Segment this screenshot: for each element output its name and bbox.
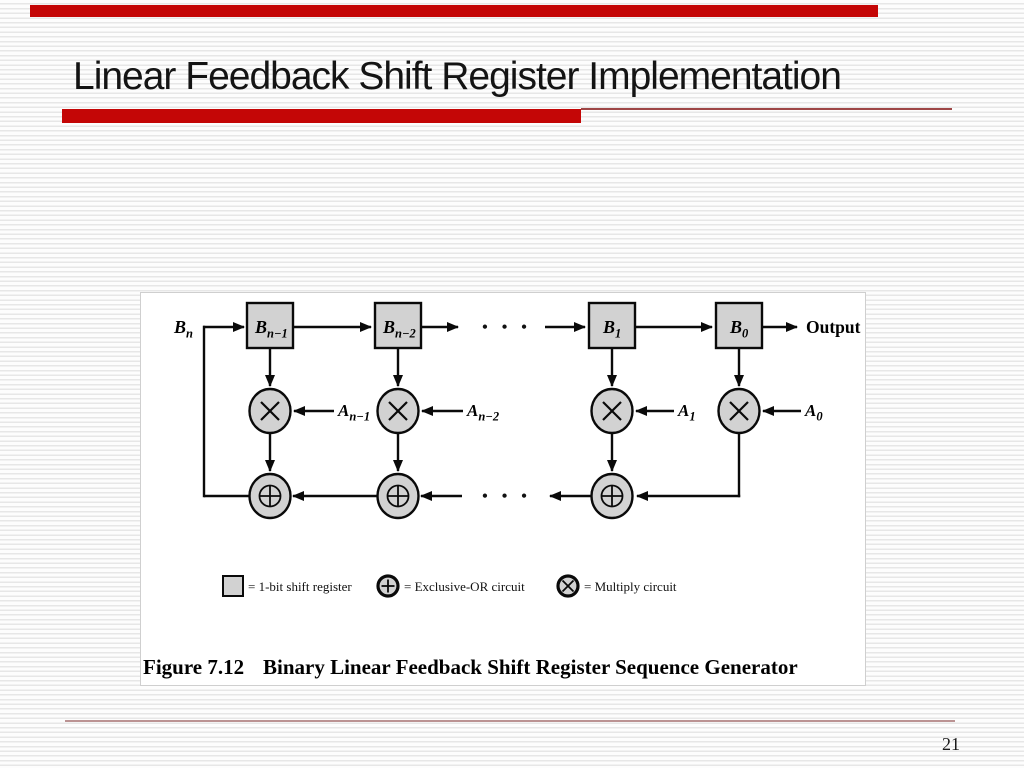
multiplier-circle-2 [590, 387, 634, 435]
lfsr-diagram: Bn Bn−1 Bn−2 B1 [143, 301, 861, 679]
register-label: B1 [602, 317, 621, 341]
input-signal-label: Bn [173, 317, 193, 341]
ellipsis-bottom: • • • [482, 488, 532, 505]
register-label: B0 [729, 317, 749, 341]
register-label: Bn−1 [254, 317, 288, 341]
shift-register-box-2: B1 [587, 301, 637, 350]
slide-title: Linear Feedback Shift Register Implement… [73, 55, 842, 98]
multiplier-circle-1 [376, 387, 420, 435]
figure-panel: Bn Bn−1 Bn−2 B1 [140, 292, 866, 686]
figure-caption-number: Figure 7.12 [143, 655, 244, 679]
shift-register-box-3: B0 [714, 301, 764, 350]
coefficient-label-3: A0 [804, 401, 823, 424]
ellipsis-top: • • • [482, 319, 532, 336]
title-underline-rule [581, 108, 952, 110]
legend-multiply: = Multiply circuit [556, 574, 677, 598]
coefficient-label-1: An−2 [466, 401, 499, 424]
legend-shift-register: = 1-bit shift register [222, 575, 352, 597]
multiplier-circle-0 [248, 387, 292, 435]
legend-shift-register-label: = 1-bit shift register [248, 579, 352, 594]
legend-xor: = Exclusive-OR circuit [376, 574, 525, 598]
box-to-multiplier-arrows [265, 348, 744, 387]
coefficient-label-2: A1 [677, 401, 696, 424]
page-number: 21 [942, 734, 960, 754]
xor-circle-1 [376, 472, 420, 520]
xor-circle-0 [248, 472, 292, 520]
coefficient-label-0: An−1 [337, 401, 370, 424]
register-label: Bn−2 [382, 317, 416, 341]
multiplier-circle-3 [717, 387, 761, 435]
output-label: Output [806, 317, 861, 337]
figure-caption-text: Binary Linear Feedback Shift Register Se… [263, 655, 798, 679]
legend-xor-label: = Exclusive-OR circuit [404, 579, 525, 594]
footer-rule [65, 720, 955, 722]
title-underline-bar [62, 109, 581, 123]
multiplier-to-xor-arrows [265, 433, 617, 472]
feedback-path [202, 322, 249, 498]
top-accent-bar [30, 5, 878, 17]
shift-register-box-1: Bn−2 [373, 301, 423, 350]
shift-register-icon [222, 575, 244, 597]
xor-circle-2 [590, 472, 634, 520]
b0-feedback-route [636, 433, 741, 501]
legend-multiply-label: = Multiply circuit [584, 579, 677, 594]
shift-register-box-0: Bn−1 [245, 301, 295, 350]
